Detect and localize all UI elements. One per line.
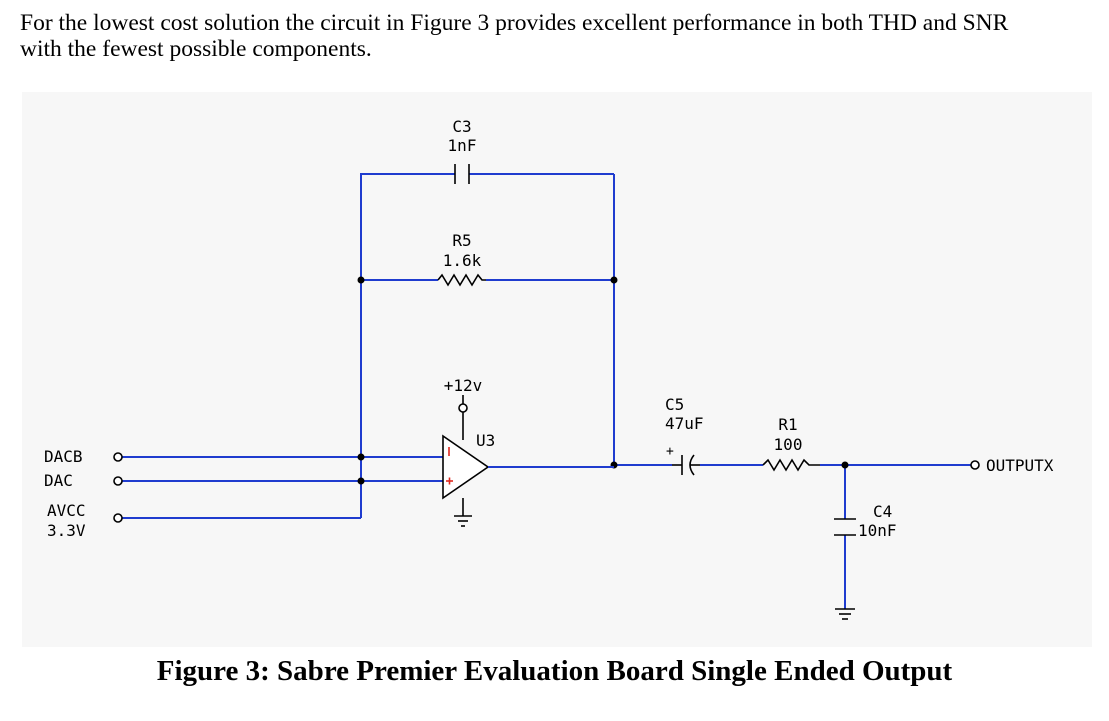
r1-ref: R1: [778, 415, 797, 434]
intro-line-2: with the fewest possible components.: [20, 36, 372, 62]
figure-caption: Figure 3: Sabre Premier Evaluation Board…: [156, 655, 953, 687]
r1-value: 100: [774, 435, 803, 454]
junction-dots: [357, 276, 849, 485]
r5-value: 1.6k: [443, 251, 482, 270]
supply-label: +12v: [444, 376, 483, 395]
c5-ref: C5: [665, 395, 684, 414]
c4-value: 10nF: [858, 521, 897, 540]
avcc-label: AVCC: [47, 501, 86, 520]
output-port: [970, 460, 980, 470]
c3-value: 1nF: [448, 136, 477, 155]
c4-ground-icon: [835, 608, 855, 620]
avcc-voltage-label: 3.3V: [47, 521, 86, 540]
intro-paragraph: For the lowest cost solution the circuit…: [20, 10, 1095, 62]
u3-opamp-symbol: [442, 395, 614, 527]
r5-resistor-symbol: [437, 273, 486, 287]
avcc-port: [113, 513, 123, 523]
c5-value: 47uF: [665, 414, 704, 433]
c3-ref: C3: [452, 117, 471, 136]
r1-resistor-symbol: [762, 458, 820, 472]
input-wires: [122, 456, 443, 519]
port-circles: [113, 452, 980, 523]
r5-ref: R5: [452, 231, 471, 250]
dac-port: [113, 476, 123, 486]
c3-capacitor-symbol: [454, 164, 470, 184]
supply-terminal: [458, 403, 468, 413]
schematic-background: [22, 92, 1092, 647]
u3-ref: U3: [476, 431, 495, 450]
dacb-port: [113, 452, 123, 462]
intro-line-1: For the lowest cost solution the circuit…: [20, 10, 1009, 36]
output-label: OUTPUTX: [986, 456, 1054, 475]
c4-capacitor-symbol: [834, 518, 856, 536]
c5-polarity: +: [666, 444, 674, 459]
c5-capacitor-symbol: [672, 454, 700, 476]
c4-ref: C4: [873, 502, 892, 521]
circuit-schematic: C3 1nF R5 1.6k +12v U3 + C5 47uF R1 100: [22, 92, 1092, 647]
dac-label: DAC: [44, 471, 73, 490]
dacb-label: DACB: [44, 447, 83, 466]
